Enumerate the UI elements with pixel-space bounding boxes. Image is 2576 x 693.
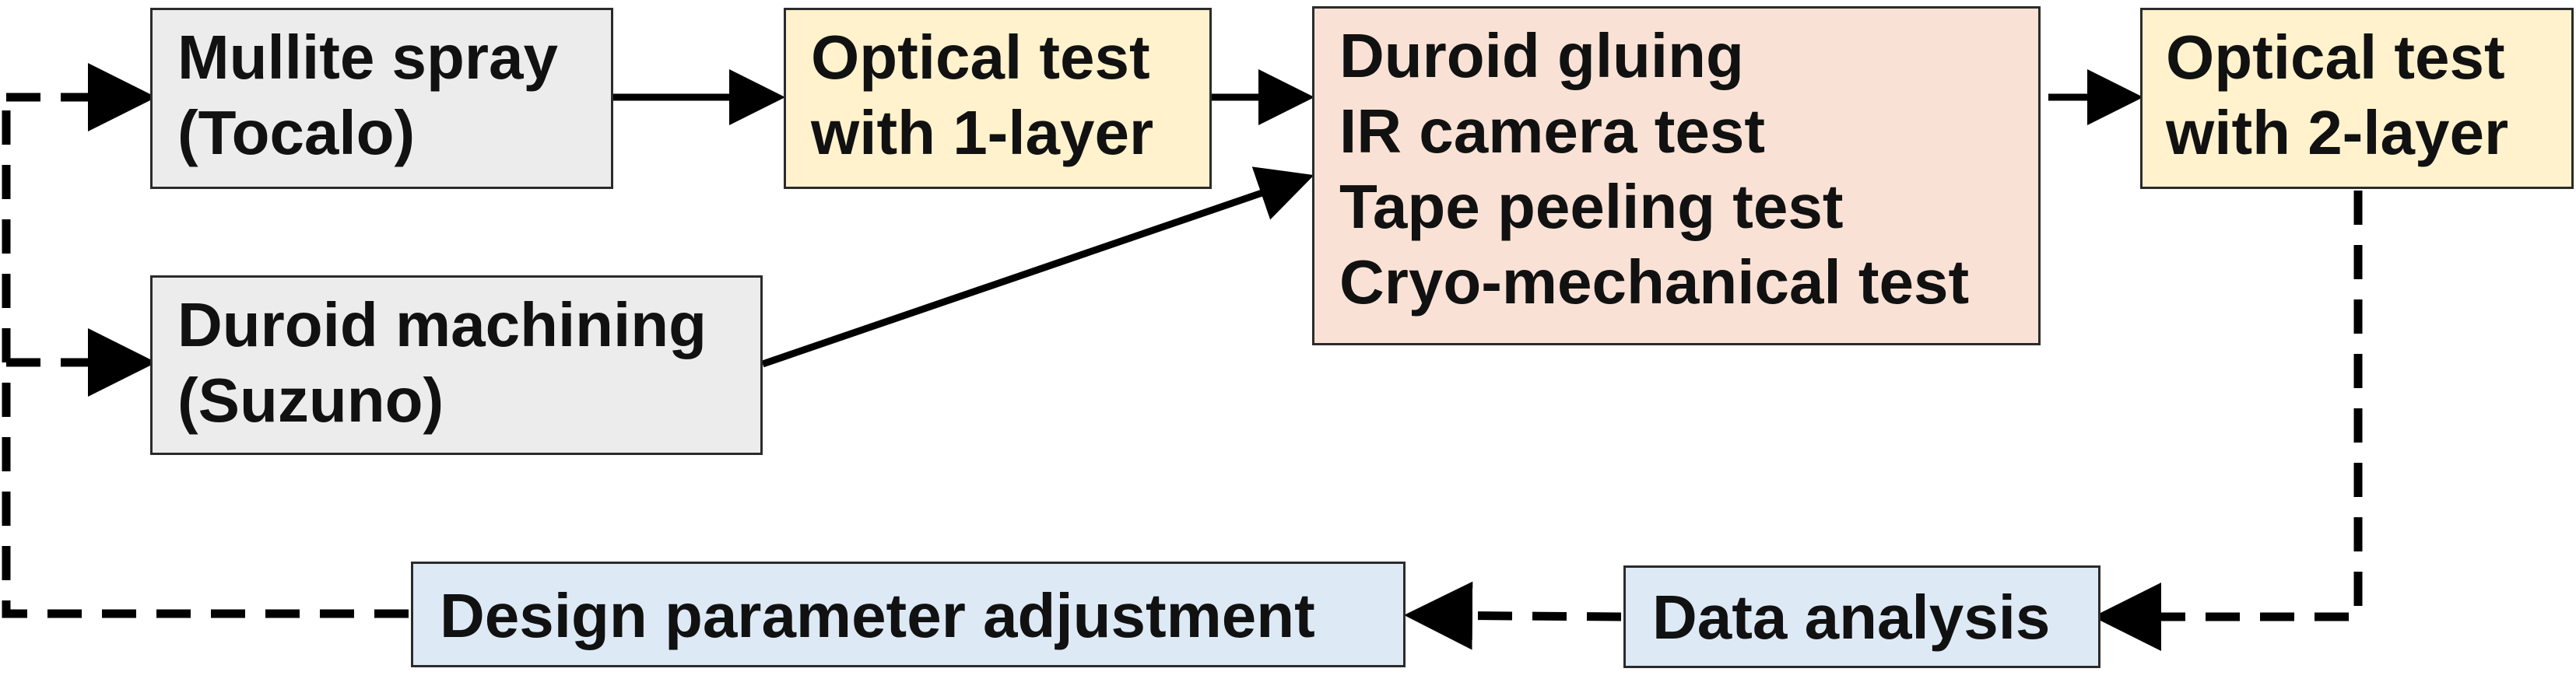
optical-test-1layer-box: Optical test with 1-layer [784, 8, 1212, 189]
mullite-spray-box: Mullite spray (Tocalo) [150, 8, 613, 189]
gluing-step-2: IR camera test [1339, 96, 1765, 166]
arrow-machining-to-gluing [761, 166, 1314, 368]
optical-test-2layer-line1: Optical test [2166, 23, 2505, 92]
gluing-step-3: Tape peeling test [1339, 172, 1844, 241]
optical-test-1layer-line1: Optical test [811, 23, 1150, 92]
data-analysis-box: Data analysis [1623, 565, 2100, 668]
dashed-optical2-to-analysis [2093, 191, 2363, 651]
design-parameter-adjustment-box: Design parameter adjustment [411, 562, 1406, 667]
gluing-step-4: Cryo-mechanical test [1339, 247, 1970, 317]
duroid-machining-vendor: (Suzuno) [177, 366, 444, 435]
gluing-step-1: Duroid gluing [1339, 21, 1744, 90]
optical-test-2layer-line2: with 2-layer [2166, 98, 2509, 167]
optical-test-1layer-line2: with 1-layer [811, 98, 1154, 167]
design-parameter-adjustment-label: Design parameter adjustment [440, 581, 1315, 650]
mullite-spray-vendor: (Tocalo) [177, 98, 416, 167]
data-analysis-label: Data analysis [1652, 583, 2051, 652]
duroid-gluing-box: Duroid gluing IR camera test Tape peelin… [1312, 6, 2041, 345]
duroid-machining-box: Duroid machining (Suzuno) [150, 275, 763, 455]
dashed-design-loop-back [2, 97, 409, 618]
mullite-spray-title: Mullite spray [177, 23, 559, 92]
duroid-machining-title: Duroid machining [177, 290, 707, 359]
dashed-analysis-to-design [1404, 581, 1622, 650]
optical-test-2layer-box: Optical test with 2-layer [2140, 8, 2574, 189]
